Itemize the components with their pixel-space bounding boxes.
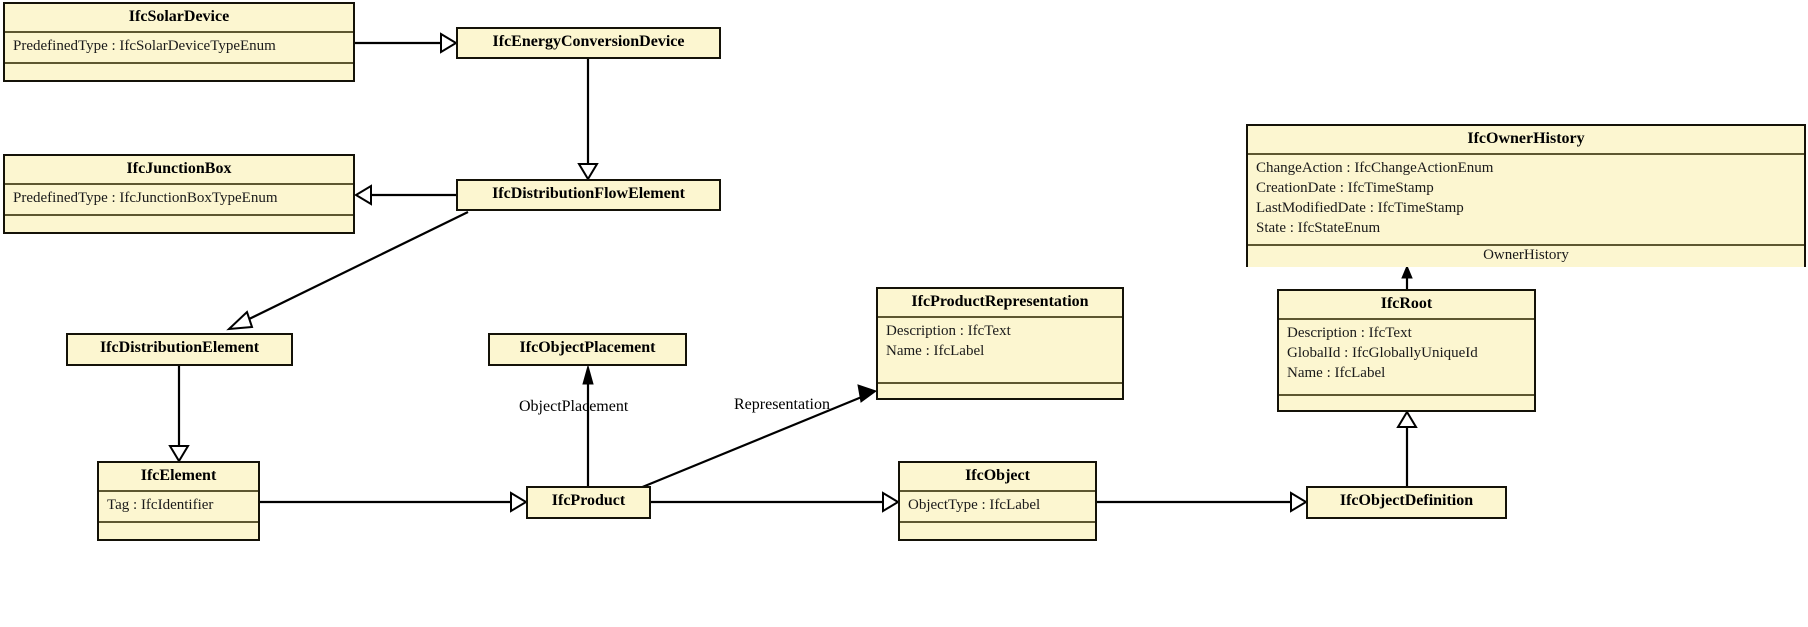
attribute-row: PredefinedType : IfcJunctionBoxTypeEnum (13, 190, 278, 207)
attribute-row: GlobalId : IfcGloballyUniqueId (1287, 345, 1478, 362)
class-box-ifcdistributionelement[interactable]: IfcDistributionElement (66, 333, 293, 366)
class-title-ifcproductrepresentation: IfcProductRepresentation (878, 289, 1122, 317)
class-operations-ifcroot (1279, 394, 1534, 410)
class-box-ifcroot[interactable]: IfcRoot Description : IfcText GlobalId :… (1277, 289, 1536, 412)
class-title-ifcdistributionflowelement: IfcDistributionFlowElement (458, 181, 719, 209)
class-attributes-ifcsolardevice: PredefinedType : IfcSolarDeviceTypeEnum (5, 31, 353, 63)
class-box-ifcsolardevice[interactable]: IfcSolarDevice PredefinedType : IfcSolar… (3, 2, 355, 82)
edge-distributionelement-to-element (168, 366, 190, 463)
attribute-row: State : IfcStateEnum (1256, 220, 1381, 237)
edge-element-to-product (260, 491, 528, 513)
class-box-ifcelement[interactable]: IfcElement Tag : IfcIdentifier (97, 461, 260, 541)
class-title-ifcsolardevice: IfcSolarDevice (5, 4, 353, 32)
class-operations-ifcjunctionbox (5, 214, 353, 231)
attribute-row: ObjectType : IfcLabel (908, 497, 1041, 514)
class-attributes-ifcobject: ObjectType : IfcLabel (900, 490, 1095, 522)
edge-product-to-objectplacement (582, 364, 594, 486)
class-attributes-ifcownerhistory: ChangeAction : IfcChangeActionEnum Creat… (1248, 153, 1804, 245)
class-box-ifcenergyconversiondevice[interactable]: IfcEnergyConversionDevice (456, 27, 721, 59)
edge-product-to-object (651, 491, 900, 513)
class-title-ifcdistributionelement: IfcDistributionElement (68, 335, 291, 363)
attribute-row: PredefinedType : IfcSolarDeviceTypeEnum (13, 38, 276, 55)
class-box-ifcjunctionbox[interactable]: IfcJunctionBox PredefinedType : IfcJunct… (3, 154, 355, 234)
class-title-ifcownerhistory: IfcOwnerHistory (1248, 126, 1804, 154)
class-box-ifcdistributionflowelement[interactable]: IfcDistributionFlowElement (456, 179, 721, 211)
class-operations-ifcelement (99, 521, 258, 538)
attribute-row: Description : IfcText (1287, 325, 1412, 342)
edge-solardevice-to-energyconversiondevice (355, 32, 458, 54)
class-title-ifcelement: IfcElement (99, 463, 258, 491)
edge-junctionbox-to-distributionflowelement (354, 184, 456, 206)
edge-label-objectplacement: ObjectPlacement (519, 398, 629, 415)
class-operations-ifcobject (900, 521, 1095, 538)
edge-object-to-objectdefinition (1097, 491, 1308, 513)
attribute-row: Name : IfcLabel (1287, 365, 1386, 382)
class-box-ifcownerhistory[interactable]: IfcOwnerHistory ChangeAction : IfcChange… (1246, 124, 1806, 268)
association-role-label-ownerhistory: OwnerHistory (1248, 244, 1804, 268)
class-title-ifcroot: IfcRoot (1279, 291, 1534, 319)
class-title-ifcobjectdefinition: IfcObjectDefinition (1308, 488, 1505, 516)
class-title-ifcjunctionbox: IfcJunctionBox (5, 156, 353, 184)
class-box-ifcobjectplacement[interactable]: IfcObjectPlacement (488, 333, 687, 366)
class-operations-ifcsolardevice (5, 62, 353, 79)
class-attributes-ifcelement: Tag : IfcIdentifier (99, 490, 258, 522)
class-title-ifcobject: IfcObject (900, 463, 1095, 491)
class-attributes-ifcjunctionbox: PredefinedType : IfcJunctionBoxTypeEnum (5, 183, 353, 215)
class-title-ifcobjectplacement: IfcObjectPlacement (490, 335, 685, 363)
attribute-row: CreationDate : IfcTimeStamp (1256, 180, 1434, 197)
class-operations-ifcproductrepresentation (878, 382, 1122, 398)
class-title-ifcproduct: IfcProduct (528, 488, 649, 516)
class-box-ifcproduct[interactable]: IfcProduct (526, 486, 651, 519)
class-title-ifcenergyconversiondevice: IfcEnergyConversionDevice (458, 29, 719, 57)
edge-distributionflowelement-to-distributionelement (226, 211, 469, 331)
attribute-row: LastModifiedDate : IfcTimeStamp (1256, 200, 1464, 217)
attribute-row: Name : IfcLabel (886, 343, 985, 360)
edge-objectdefinition-to-root (1396, 410, 1418, 486)
class-box-ifcproductrepresentation[interactable]: IfcProductRepresentation Description : I… (876, 287, 1124, 400)
attribute-row: Tag : IfcIdentifier (107, 497, 214, 514)
edge-label-representation: Representation (734, 396, 830, 413)
class-box-ifcobjectdefinition[interactable]: IfcObjectDefinition (1306, 486, 1507, 519)
edge-product-to-productrepresentation (639, 384, 878, 490)
class-box-ifcobject[interactable]: IfcObject ObjectType : IfcLabel (898, 461, 1097, 541)
edge-energyconversiondevice-to-distributionflowelement (577, 59, 599, 181)
attribute-row: ChangeAction : IfcChangeActionEnum (1256, 160, 1494, 177)
edge-root-to-ownerhistory (1401, 264, 1413, 289)
class-attributes-ifcroot: Description : IfcText GlobalId : IfcGlob… (1279, 318, 1534, 394)
class-attributes-ifcproductrepresentation: Description : IfcText Name : IfcLabel (878, 316, 1122, 382)
attribute-row: Description : IfcText (886, 323, 1011, 340)
